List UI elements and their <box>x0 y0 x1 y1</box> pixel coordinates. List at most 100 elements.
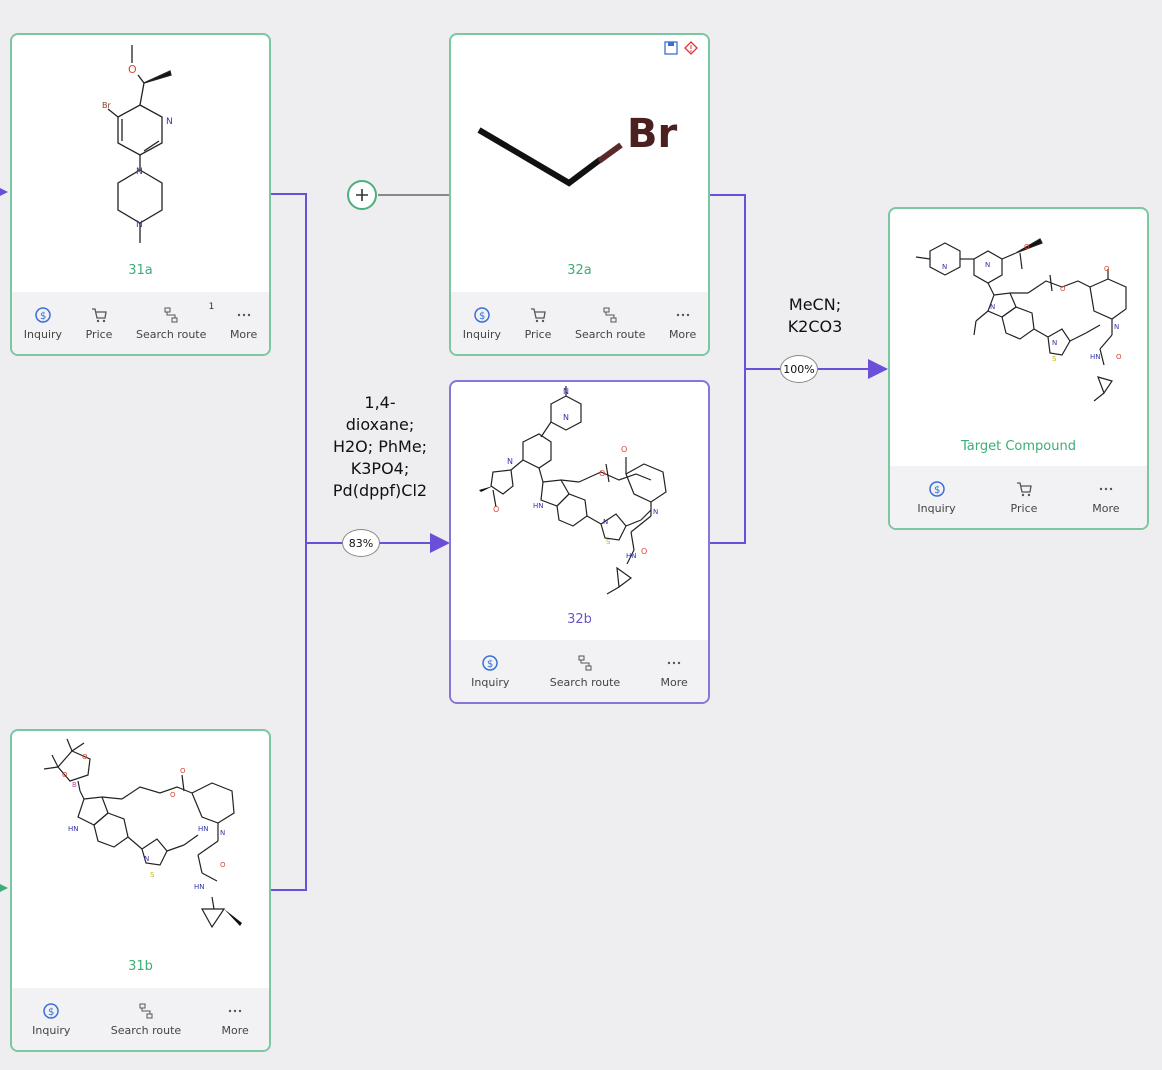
svg-text:HN: HN <box>68 825 79 833</box>
cart-icon <box>528 306 548 324</box>
card-actions: $ Inquiry Search route More <box>12 988 269 1050</box>
inquiry-label: Inquiry <box>917 501 956 515</box>
inquiry-icon: $ <box>480 654 500 672</box>
save-icon[interactable] <box>664 41 678 55</box>
svg-text:S: S <box>606 538 611 546</box>
svg-text:O: O <box>641 547 647 556</box>
more-button[interactable]: More <box>1092 480 1120 515</box>
more-icon <box>1096 480 1116 498</box>
cart-icon <box>89 306 109 324</box>
molecule-structure-32b: N N N O HN N S O O N HN O <box>479 386 667 595</box>
more-button[interactable]: More <box>230 306 257 341</box>
search-route-button[interactable]: Search route <box>575 306 645 341</box>
cart-icon <box>1014 480 1034 498</box>
svg-text:$: $ <box>40 311 46 322</box>
inquiry-label: Inquiry <box>471 675 510 689</box>
search-route-label: Search route <box>575 327 646 341</box>
card-actions: $ Inquiry Search route More <box>451 640 708 702</box>
condition-line: Pd(dppf)Cl2 <box>332 481 428 500</box>
svg-text:N: N <box>563 413 569 422</box>
price-button[interactable]: Price <box>525 306 551 341</box>
inquiry-button[interactable]: $ Inquiry <box>471 654 509 689</box>
route-icon <box>575 654 595 672</box>
svg-text:N: N <box>653 508 658 516</box>
svg-text:O: O <box>1024 243 1030 251</box>
more-icon <box>664 654 684 672</box>
search-route-button[interactable]: Search route <box>550 654 620 689</box>
nitrogen-atom: N <box>136 220 143 230</box>
svg-text:$: $ <box>934 485 940 496</box>
svg-text:$: $ <box>479 311 485 322</box>
route-icon <box>161 306 181 324</box>
incoming-arrow-31b <box>0 884 8 892</box>
hazard-icon[interactable] <box>684 41 698 55</box>
more-icon <box>673 306 693 324</box>
nitrogen-atom: N <box>166 117 173 127</box>
card-top-icons <box>664 41 698 55</box>
svg-text:O: O <box>599 469 605 478</box>
search-route-count-badge: 1 <box>208 301 215 312</box>
search-route-button[interactable]: 1 Search route <box>136 302 214 341</box>
svg-text:HN: HN <box>533 502 544 510</box>
inquiry-button[interactable]: $ Inquiry <box>24 306 62 341</box>
svg-text:N: N <box>603 518 608 526</box>
route-icon <box>600 306 620 324</box>
compound-label: 31b <box>128 959 153 974</box>
molecule-card-31b[interactable]: B O O HN N S O O N HN HN O 31b $ Inquiry… <box>10 729 271 1052</box>
condition-line: H2O; PhMe; <box>332 437 428 456</box>
svg-text:O: O <box>62 771 68 779</box>
more-label: More <box>660 675 688 689</box>
more-label: More <box>229 327 258 341</box>
more-button[interactable]: More <box>222 1002 249 1037</box>
molecule-card-32a[interactable]: Br 32a $ Inquiry Price Search route More <box>449 33 710 356</box>
yield-badge[interactable]: 100% <box>780 355 818 383</box>
svg-text:N: N <box>1114 323 1119 331</box>
more-label: More <box>221 1023 249 1037</box>
svg-text:$: $ <box>48 1007 54 1018</box>
molecule-structure-32a: Br <box>477 111 677 187</box>
more-button[interactable]: More <box>661 654 688 689</box>
yield-badge[interactable]: 83% <box>342 529 380 557</box>
price-button[interactable]: Price <box>86 306 112 341</box>
compound-label: 31a <box>128 263 153 278</box>
inquiry-button[interactable]: $ Inquiry <box>32 1002 70 1037</box>
svg-text:O: O <box>180 767 186 775</box>
svg-text:HN: HN <box>194 883 205 891</box>
inquiry-button[interactable]: $ Inquiry <box>917 480 956 515</box>
card-actions: $ Inquiry Price Search route More <box>451 292 708 354</box>
price-button[interactable]: Price <box>1011 480 1037 515</box>
svg-text:HN: HN <box>198 825 209 833</box>
condition-line: K2CO3 <box>787 317 843 336</box>
nitrogen-atom: N <box>136 167 143 177</box>
card-actions: $ Inquiry Price 1 Search route More <box>12 292 269 354</box>
search-route-label: Search route <box>549 675 621 689</box>
svg-text:N: N <box>220 829 225 837</box>
molecule-card-31a[interactable]: O Br N N N 31a $ Inquiry Price 1 Search … <box>10 33 271 356</box>
condition-line: 1,4- <box>364 393 396 412</box>
more-button[interactable]: More <box>669 306 696 341</box>
search-route-button[interactable]: Search route <box>111 1002 181 1037</box>
svg-text:$: $ <box>487 659 493 670</box>
molecule-card-32b[interactable]: N N N O HN N S O O N HN O 32b $ Inquiry … <box>449 380 710 704</box>
condition-line: MeCN; <box>788 295 842 314</box>
compound-label: 32b <box>567 612 592 627</box>
bromine-atom: Br <box>627 111 677 157</box>
add-reactant-button[interactable] <box>347 180 377 210</box>
molecule-structure-31b: B O O HN N S O O N HN HN O <box>43 738 242 929</box>
svg-text:O: O <box>621 445 627 454</box>
svg-text:O: O <box>170 791 176 799</box>
more-icon <box>234 306 254 324</box>
oxygen-atom: O <box>128 63 137 76</box>
svg-text:O: O <box>1104 265 1110 273</box>
search-route-label: Search route <box>110 1023 182 1037</box>
molecule-structure-31a: O Br N N N <box>102 45 173 243</box>
svg-text:N: N <box>563 387 569 396</box>
svg-text:N: N <box>990 303 995 311</box>
inquiry-icon: $ <box>33 306 53 324</box>
molecule-card-target[interactable]: N N O N N S O O N HN O Target Compound $… <box>888 207 1149 530</box>
compound-label: Target Compound <box>961 439 1076 454</box>
inquiry-button[interactable]: $ Inquiry <box>463 306 501 341</box>
more-label: More <box>1092 501 1120 515</box>
inquiry-icon: $ <box>41 1002 61 1020</box>
compound-label: 32a <box>567 263 592 278</box>
